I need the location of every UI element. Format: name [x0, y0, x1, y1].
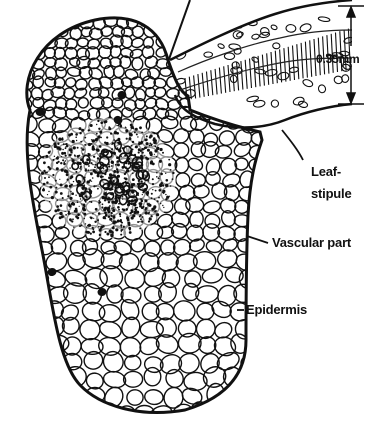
epidermis-label: Epidermis [246, 302, 307, 317]
vascular-part-label: Vascular part [272, 235, 351, 250]
leaf-stipule-label-line1: Leaf- [311, 164, 341, 179]
leaf-stipule-label-line2: stipule [311, 186, 352, 201]
scale-bar-label: 0.35mm [316, 52, 360, 66]
